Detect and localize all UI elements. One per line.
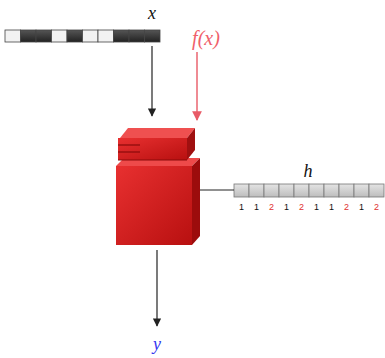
- bit-array: [5, 30, 160, 42]
- cell-value: 1: [314, 203, 319, 212]
- server-box: [116, 128, 200, 245]
- cell-value: 1: [239, 203, 244, 212]
- cell-value: 1: [359, 203, 364, 212]
- variable-label: f(x): [192, 28, 220, 48]
- hash-link: [200, 190, 234, 191]
- input-arrow: [151, 46, 152, 116]
- cell-value: 2: [374, 203, 379, 212]
- function-arrow: [196, 52, 197, 120]
- hash-array: [234, 184, 384, 197]
- variable-label: x: [148, 4, 156, 22]
- variable-label: h: [304, 162, 313, 180]
- output-arrow: [156, 250, 157, 326]
- cell-value: 2: [269, 203, 274, 212]
- variable-label: y: [153, 335, 161, 353]
- cell-value: 2: [344, 203, 349, 212]
- cell-value: 1: [254, 203, 259, 212]
- cell-value: 1: [329, 203, 334, 212]
- cell-value: 2: [299, 203, 304, 212]
- cell-value: 1: [284, 203, 289, 212]
